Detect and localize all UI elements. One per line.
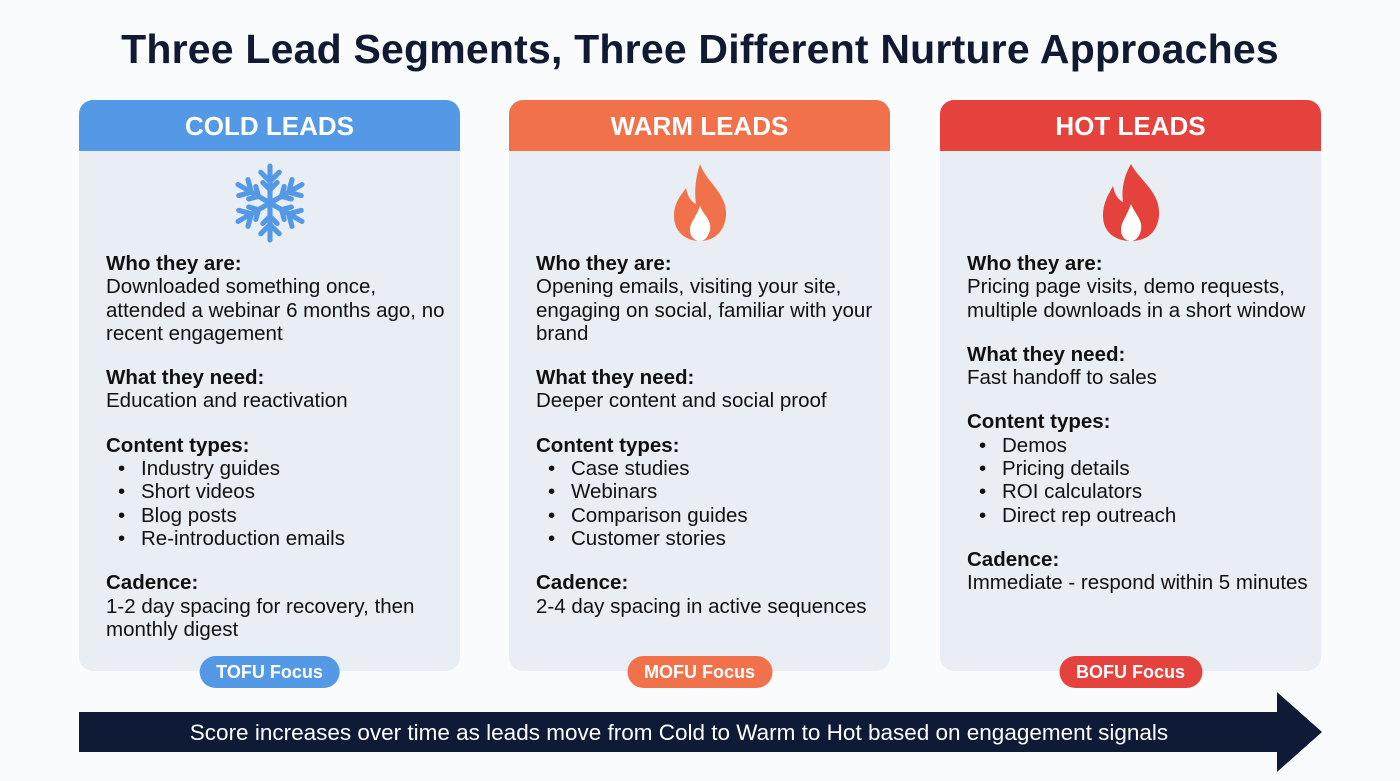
card-header: WARM LEADS xyxy=(509,100,890,151)
content-label: Content types: xyxy=(536,433,680,457)
cadence-label: Cadence: xyxy=(536,571,629,595)
list-item: Short videos xyxy=(106,480,450,504)
content-list: Case studiesWebinarsComparison guidesCus… xyxy=(536,457,880,550)
who-text: Opening emails, visiting your site, enga… xyxy=(536,275,873,345)
card-hot-leads: HOT LEADS Who they are:Pricing page visi… xyxy=(940,100,1321,688)
cadence-text: Immediate - respond within 5 minutes xyxy=(967,571,1308,595)
funnel-badge: TOFU Focus xyxy=(199,656,340,688)
card-warm-leads: WARM LEADS Who they are:Opening emails, … xyxy=(509,100,890,688)
card-header: HOT LEADS xyxy=(940,100,1321,151)
cadence-text: 2-4 day spacing in active sequences xyxy=(536,594,867,618)
need-label: What they need: xyxy=(536,366,695,390)
need-label: What they need: xyxy=(106,366,265,390)
flame-icon xyxy=(509,162,890,244)
banner-text: Score increases over time as leads move … xyxy=(189,720,1169,745)
need-text: Deeper content and social proof xyxy=(536,389,827,413)
content-label: Content types: xyxy=(106,433,250,457)
cadence-label: Cadence: xyxy=(106,571,199,595)
who-text: Pricing page visits, demo requests, mult… xyxy=(967,275,1306,322)
who-label: Who they are: xyxy=(967,252,1103,275)
list-item: Pricing details xyxy=(967,457,1311,481)
list-item: Re-introduction emails xyxy=(106,527,450,551)
content-list: DemosPricing detailsROI calculatorsDirec… xyxy=(967,434,1311,527)
need-text: Education and reactivation xyxy=(106,389,348,413)
who-text: Downloaded something once, attended a we… xyxy=(106,275,445,345)
content-label: Content types: xyxy=(967,410,1111,434)
list-item: Webinars xyxy=(536,480,880,504)
cadence-label: Cadence: xyxy=(967,547,1060,571)
snowflake-icon xyxy=(79,162,460,244)
list-item: Direct rep outreach xyxy=(967,504,1311,528)
list-item: Industry guides xyxy=(106,457,450,481)
list-item: Blog posts xyxy=(106,504,450,528)
who-label: Who they are: xyxy=(536,252,672,275)
card-header: COLD LEADS xyxy=(79,100,460,151)
list-item: Demos xyxy=(967,434,1311,458)
card-cold-leads: COLD LEADS Who they are:Downloaded somet… xyxy=(79,100,460,688)
need-label: What they need: xyxy=(967,342,1126,366)
list-item: Case studies xyxy=(536,457,880,481)
page-title: Three Lead Segments, Three Different Nur… xyxy=(121,26,1279,72)
who-label: Who they are: xyxy=(106,252,242,275)
funnel-badge: MOFU Focus xyxy=(627,656,772,688)
cadence-text: 1-2 day spacing for recovery, then month… xyxy=(106,594,415,641)
fire-icon xyxy=(940,162,1321,244)
list-item: Customer stories xyxy=(536,527,880,551)
list-item: ROI calculators xyxy=(967,480,1311,504)
need-text: Fast handoff to sales xyxy=(967,366,1157,390)
list-item: Comparison guides xyxy=(536,504,880,528)
progress-arrow xyxy=(79,692,1322,772)
content-list: Industry guidesShort videosBlog postsRe-… xyxy=(106,457,450,550)
funnel-badge: BOFU Focus xyxy=(1058,656,1203,688)
